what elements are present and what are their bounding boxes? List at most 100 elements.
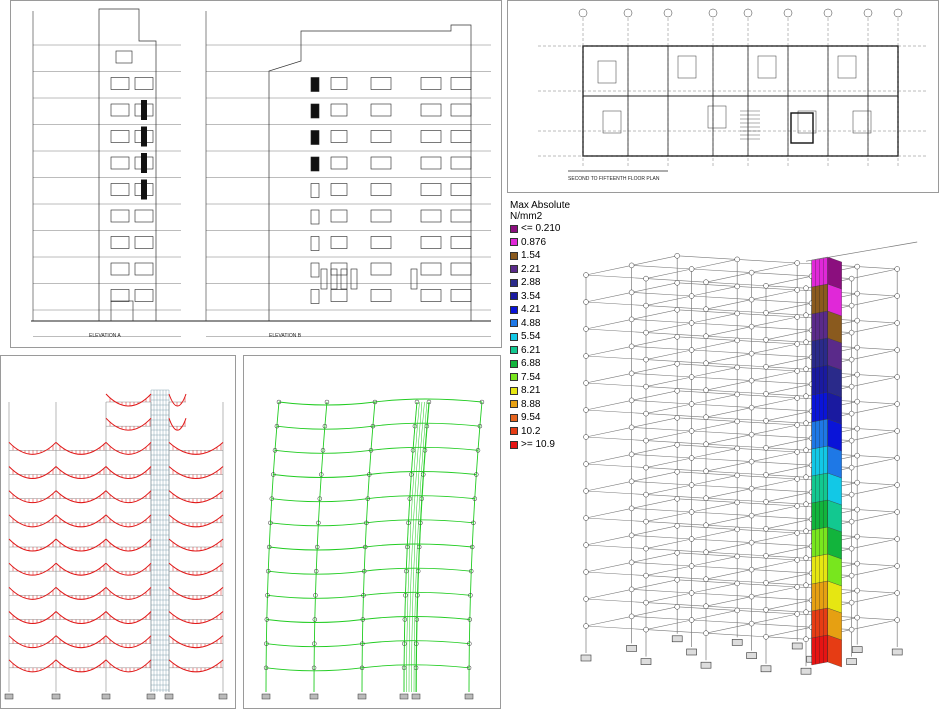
node bbox=[628, 316, 635, 323]
node bbox=[854, 587, 860, 594]
legend-swatch bbox=[510, 265, 518, 274]
node bbox=[628, 613, 635, 620]
support bbox=[218, 693, 228, 700]
window bbox=[310, 209, 320, 225]
legend-entry: 8.88 bbox=[510, 398, 570, 412]
moment-curve bbox=[105, 538, 152, 552]
node bbox=[688, 347, 695, 353]
furniture bbox=[677, 55, 697, 79]
moment-curve bbox=[168, 538, 224, 552]
node bbox=[763, 283, 769, 289]
legend-swatch bbox=[510, 224, 518, 233]
node bbox=[734, 256, 740, 263]
legend-entry: 6.21 bbox=[510, 344, 570, 358]
node bbox=[271, 472, 276, 477]
legend-entry: 0.876 bbox=[510, 236, 570, 250]
node bbox=[264, 641, 269, 646]
window bbox=[370, 262, 392, 276]
legend-swatch bbox=[510, 292, 518, 301]
legend-entry: 7.54 bbox=[510, 371, 570, 385]
support bbox=[800, 667, 812, 675]
window bbox=[450, 103, 472, 117]
node bbox=[322, 423, 328, 429]
core-mesh-line bbox=[403, 401, 418, 693]
window bbox=[420, 183, 442, 196]
window bbox=[110, 156, 130, 170]
legend-label: 0.876 bbox=[521, 236, 547, 248]
node bbox=[794, 260, 800, 266]
support bbox=[671, 635, 683, 643]
deflected-shape-diagram bbox=[261, 398, 485, 700]
window bbox=[115, 50, 133, 64]
core-mesh-line bbox=[413, 401, 428, 693]
deflected-column bbox=[403, 401, 418, 693]
node bbox=[362, 544, 368, 550]
node bbox=[703, 306, 709, 312]
node bbox=[763, 445, 769, 451]
node bbox=[313, 593, 318, 598]
furniture bbox=[707, 105, 727, 129]
moment-curve bbox=[105, 441, 152, 455]
node bbox=[748, 269, 755, 276]
window bbox=[370, 156, 392, 170]
furniture bbox=[602, 110, 622, 134]
elevation-b-label: ELEVATION B bbox=[269, 333, 302, 339]
window bbox=[330, 183, 348, 196]
legend-swatch bbox=[510, 251, 518, 260]
node bbox=[311, 665, 317, 671]
node bbox=[324, 399, 330, 405]
grid-bubble bbox=[663, 8, 673, 18]
legend-entry: 2.88 bbox=[510, 276, 570, 290]
node bbox=[360, 641, 365, 646]
shear-wall-band bbox=[827, 580, 842, 614]
node bbox=[479, 399, 485, 405]
node bbox=[583, 623, 589, 629]
window bbox=[370, 209, 392, 223]
node bbox=[763, 310, 769, 316]
shear-wall-band bbox=[827, 391, 842, 425]
node bbox=[674, 550, 680, 556]
node bbox=[365, 496, 371, 501]
support bbox=[686, 648, 697, 656]
node bbox=[474, 472, 479, 477]
window bbox=[330, 289, 348, 302]
deflected-beam bbox=[274, 446, 479, 454]
node bbox=[734, 418, 740, 425]
legend-swatch bbox=[510, 413, 518, 422]
support bbox=[411, 693, 421, 700]
node bbox=[748, 566, 755, 573]
node bbox=[628, 532, 635, 539]
node bbox=[426, 399, 432, 405]
node bbox=[894, 617, 900, 623]
window bbox=[450, 77, 472, 90]
legend-entry: >= 10.9 bbox=[510, 438, 570, 452]
node bbox=[848, 491, 855, 498]
node bbox=[314, 544, 320, 550]
moment-diagram-panel bbox=[0, 355, 236, 709]
legend-swatch bbox=[510, 305, 518, 314]
node bbox=[263, 665, 269, 671]
node bbox=[674, 415, 680, 421]
deflected-shape-panel bbox=[243, 355, 501, 709]
furniture bbox=[852, 110, 872, 134]
node bbox=[643, 275, 649, 282]
window bbox=[420, 156, 442, 170]
moment-curve bbox=[8, 586, 57, 600]
node bbox=[628, 397, 635, 404]
support bbox=[261, 693, 271, 700]
node bbox=[748, 323, 755, 330]
node bbox=[674, 604, 680, 610]
legend-entry: 9.54 bbox=[510, 411, 570, 425]
legend-label: <= 0.210 bbox=[521, 223, 561, 235]
window bbox=[450, 209, 472, 223]
node bbox=[894, 509, 900, 515]
node bbox=[316, 520, 321, 526]
frame-beam bbox=[677, 498, 898, 513]
legend-swatch bbox=[510, 386, 518, 395]
moment-curve bbox=[168, 611, 224, 624]
node bbox=[803, 393, 809, 399]
support bbox=[846, 658, 857, 665]
moment-curve bbox=[168, 441, 224, 455]
node bbox=[361, 593, 366, 598]
grid-bubble bbox=[893, 8, 903, 18]
